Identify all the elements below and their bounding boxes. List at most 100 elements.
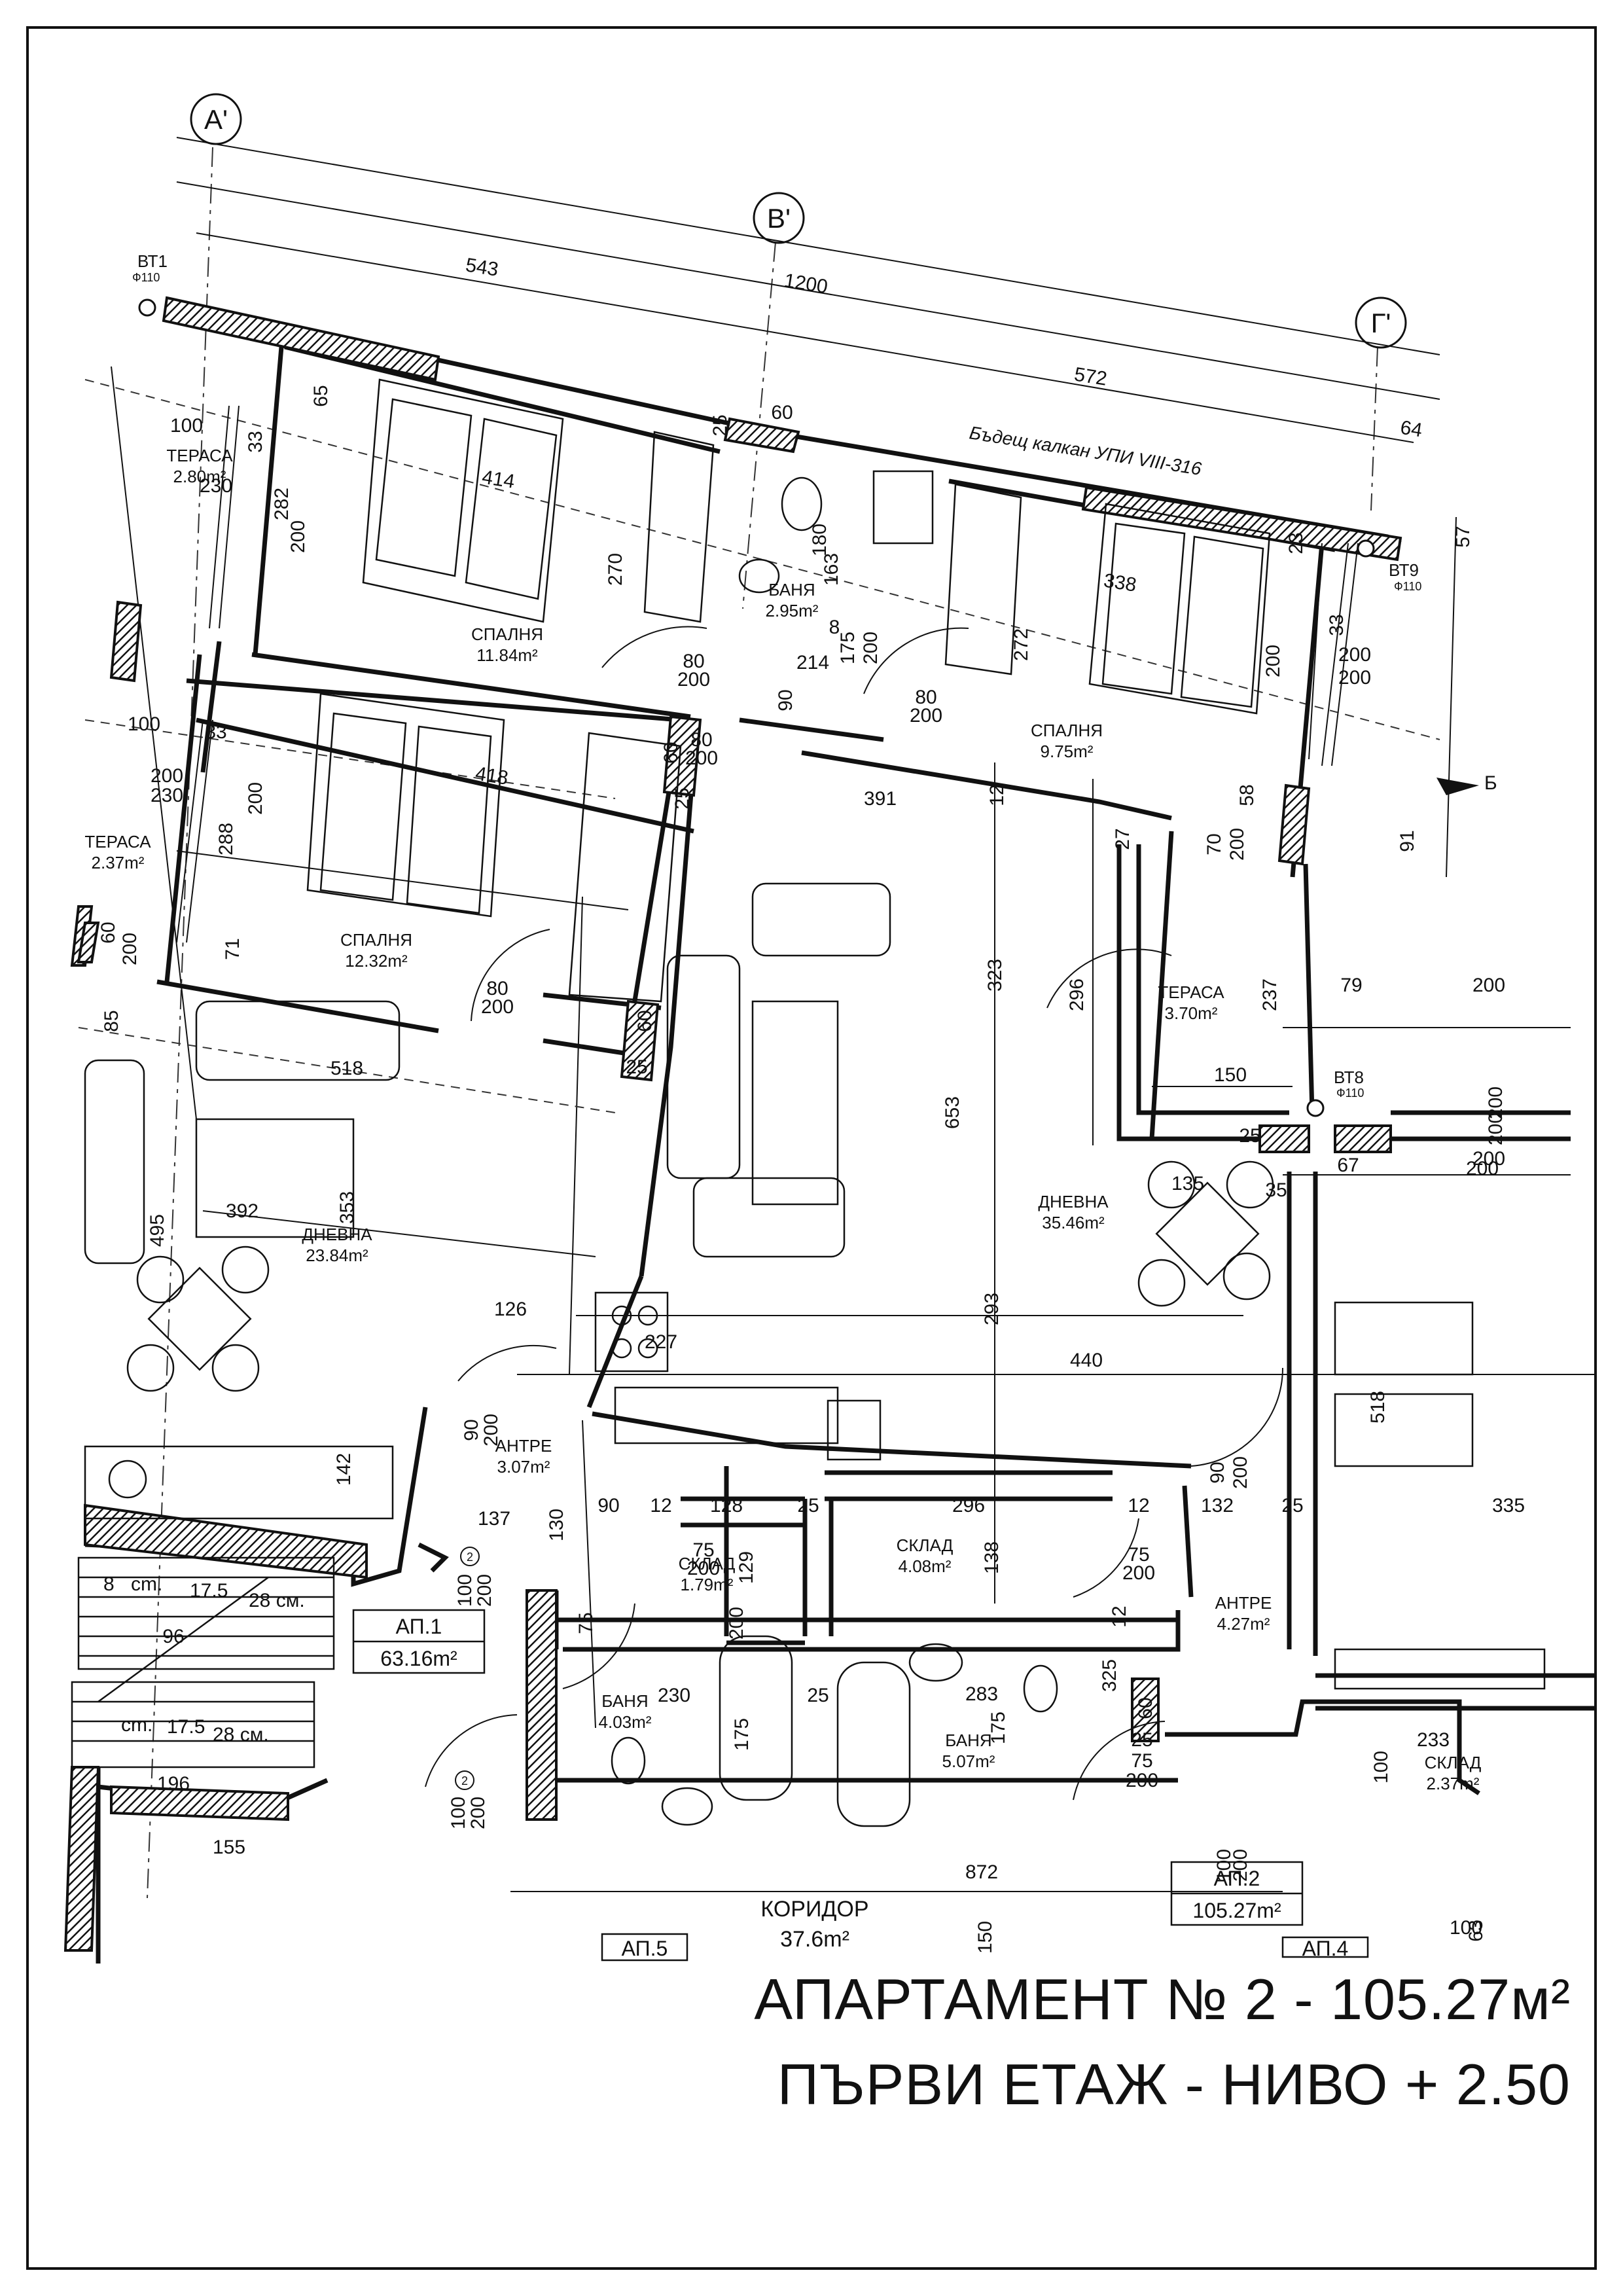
dimension-label: 60 bbox=[1135, 1697, 1156, 1719]
dimension-label: 230 bbox=[151, 785, 183, 806]
dimension-labels: 5431200572646010033282200230654142702518… bbox=[98, 254, 1525, 1954]
dimension-label: 70 bbox=[1204, 833, 1225, 855]
room-name-living-left: ДНЕВНА bbox=[302, 1225, 372, 1244]
dimension-label: 25 bbox=[797, 1495, 819, 1516]
dimension-label: 75 bbox=[1131, 1750, 1152, 1772]
stair-label-3: 17.5 bbox=[190, 1580, 228, 1602]
dimension-label: 518 bbox=[330, 1058, 363, 1079]
room-area-terrace-right: 3.70m² bbox=[1165, 1003, 1218, 1023]
dimension-label: 80 bbox=[915, 687, 936, 708]
room-name-hall-right: АНТРЕ bbox=[1215, 1593, 1272, 1613]
room-name-storage-small: СКЛАД bbox=[679, 1554, 736, 1573]
pipe-diameter-bt8: Ф110 bbox=[1336, 1086, 1364, 1100]
dimension-label: 518 bbox=[1367, 1391, 1389, 1424]
dimension-label: 75 bbox=[692, 1539, 714, 1561]
dimension-label: 200 bbox=[1338, 667, 1371, 689]
apartment-tags bbox=[352, 1609, 1369, 1962]
room-name-living-main: ДНЕВНА bbox=[1038, 1192, 1109, 1211]
dimension-label: 155 bbox=[213, 1837, 245, 1858]
dimension-label: 200 bbox=[687, 1558, 720, 1579]
dimension-label: 142 bbox=[333, 1453, 355, 1486]
dimension-label: 200 bbox=[1472, 975, 1505, 996]
dimension-label: 237 bbox=[1259, 978, 1281, 1011]
stair-label-6: 17.5 bbox=[167, 1716, 205, 1738]
room-labels: ТЕРАСА 2.80m² ТЕРАСА 2.37m² СПАЛНЯ 11.84… bbox=[84, 446, 1481, 1952]
dimension-label: 132 bbox=[1201, 1495, 1234, 1516]
axis-marker-g: Г' bbox=[1355, 296, 1407, 349]
dimension-label: 85 bbox=[101, 1010, 122, 1031]
dimension-label: 335 bbox=[1492, 1495, 1525, 1516]
room-area-bathroom-mid: 5.07m² bbox=[942, 1751, 995, 1771]
door-circle-label-1: 2 bbox=[467, 1551, 473, 1564]
walls bbox=[84, 298, 1597, 1964]
dimension-label: 71 bbox=[222, 938, 243, 960]
room-name-bedroom-top: СПАЛНЯ bbox=[471, 624, 543, 644]
dimension-label: 414 bbox=[480, 466, 516, 492]
dimension-label: 200 bbox=[1466, 1158, 1499, 1179]
dimension-label: 100 bbox=[170, 415, 203, 437]
dimension-label: 25 bbox=[1239, 1125, 1260, 1147]
dimension-label: 25 bbox=[1281, 1495, 1303, 1516]
room-name-storage-right: СКЛАД bbox=[1425, 1753, 1482, 1772]
title-floor-level: ПЪРВИ ЕТАЖ - НИВО + 2.50 bbox=[777, 2052, 1571, 2117]
room-name-bedroom-mid: СПАЛНЯ bbox=[340, 930, 412, 950]
dimension-label: 12 bbox=[650, 1495, 671, 1516]
stair-label-5: cm. bbox=[121, 1714, 152, 1736]
dimension-label: 543 bbox=[464, 254, 500, 280]
dimension-label: 200 bbox=[860, 632, 882, 664]
pipe-diameter-bt9: Ф110 bbox=[1394, 580, 1421, 593]
dimension-label: 872 bbox=[965, 1861, 998, 1883]
dimension-label: 90 bbox=[597, 1495, 619, 1516]
dimension-label: 33 bbox=[1326, 614, 1347, 636]
dimension-label: 12 bbox=[986, 784, 1008, 806]
dimension-label: 353 bbox=[336, 1191, 358, 1224]
dimension-label: 100 bbox=[1370, 1751, 1392, 1784]
dimension-label: 33 bbox=[245, 431, 266, 452]
dimension-label: 200 bbox=[151, 765, 183, 787]
dimension-label: 100 bbox=[448, 1797, 469, 1829]
stair-label-7: 28 см. bbox=[213, 1724, 269, 1746]
dimension-label: 138 bbox=[981, 1541, 1003, 1574]
room-name-bathroom-left: БАНЯ bbox=[601, 1691, 648, 1711]
dimension-label: 90 bbox=[775, 689, 796, 711]
dimension-label: 60 bbox=[660, 742, 682, 763]
dimension-label: 1200 bbox=[783, 270, 829, 298]
dimension-label: 25 bbox=[807, 1685, 829, 1706]
dimension-label: 296 bbox=[1066, 978, 1088, 1011]
room-name-terrace-top-left: ТЕРАСА bbox=[166, 446, 233, 465]
dimension-label: 135 bbox=[1171, 1173, 1204, 1194]
dimension-label: 272 bbox=[1010, 628, 1032, 661]
room-area-hall-right: 4.27m² bbox=[1217, 1614, 1270, 1634]
apartment-labels: АП.1 63.16m² АП.2 105.27m² АП.5 АП.4 bbox=[380, 1615, 1348, 1960]
dimension-label: 391 bbox=[864, 788, 897, 810]
room-area-bedroom-right: 9.75m² bbox=[1041, 742, 1094, 761]
dimension-label: 230 bbox=[658, 1685, 690, 1706]
axis-marker-v: В' bbox=[753, 192, 805, 244]
pipe-markers bbox=[138, 298, 1375, 1117]
dimension-label: 25 bbox=[709, 414, 731, 436]
dimension-label: 57 bbox=[1452, 526, 1474, 547]
dimension-label: 283 bbox=[965, 1683, 998, 1705]
staircase bbox=[71, 1556, 335, 1768]
dimension-label: 75 bbox=[1128, 1544, 1149, 1566]
title-block: АПАРТАМЕНТ № 2 - 105.27м² ПЪРВИ ЕТАЖ - Н… bbox=[654, 1957, 1571, 2127]
apt-name-5: АП.5 bbox=[622, 1937, 668, 1960]
room-area-storage-right: 2.37m² bbox=[1427, 1774, 1480, 1793]
furniture bbox=[84, 378, 1546, 1827]
bed-mid bbox=[306, 692, 505, 918]
room-name-hall-left: АНТРЕ bbox=[495, 1436, 552, 1456]
dimension-label: 200 bbox=[1338, 644, 1371, 666]
dimension-label: 100 bbox=[1213, 1849, 1235, 1882]
dimension-label: 90 bbox=[461, 1419, 482, 1441]
dimension-label: 233 bbox=[1417, 1729, 1450, 1751]
dimension-label: 200 bbox=[245, 782, 266, 815]
dimension-label: 150 bbox=[974, 1921, 996, 1954]
room-area-corridor: 37.6m² bbox=[780, 1927, 849, 1952]
dimension-label: 418 bbox=[474, 762, 510, 789]
apt-area-2: 105.27m² bbox=[1192, 1899, 1281, 1922]
pipe-label-bt1: ВТ1 bbox=[137, 251, 168, 271]
dimension-label: 12 bbox=[1128, 1495, 1149, 1516]
axis-label-v: В' bbox=[767, 203, 791, 234]
stair-labels: 8 cm. 17.5 28 см. cm. 17.5 28 см. bbox=[103, 1573, 305, 1746]
room-area-living-left: 23.84m² bbox=[306, 1246, 368, 1265]
